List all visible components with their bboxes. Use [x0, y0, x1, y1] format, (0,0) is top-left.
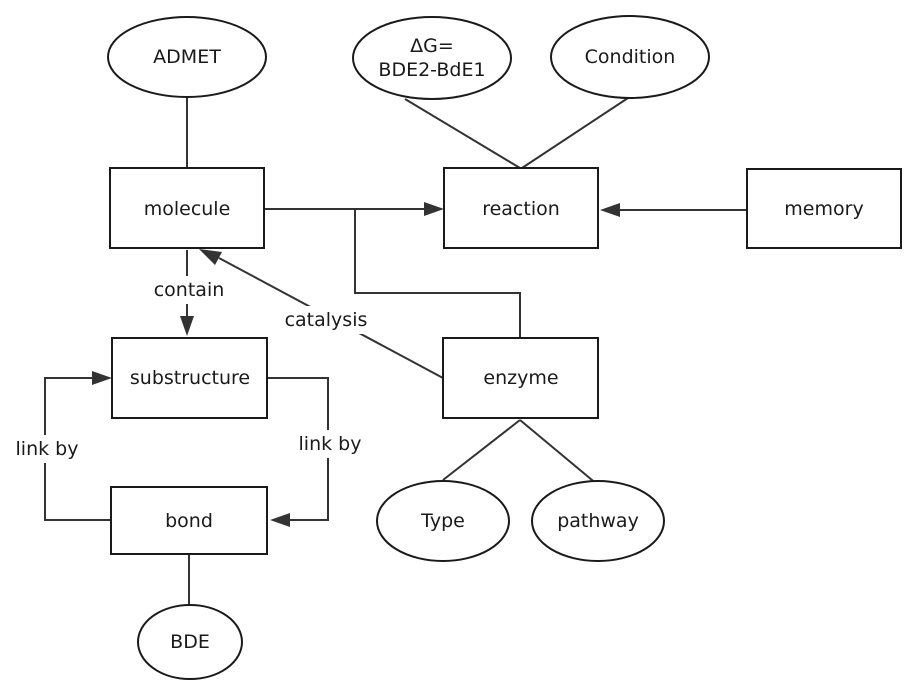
attribute-pathway-label: pathway [557, 510, 639, 532]
edge-enzyme-pathway [519, 419, 599, 486]
entity-enzyme-label: enzyme [483, 367, 558, 389]
attribute-type[interactable] [376, 480, 510, 562]
edge-condition-reaction [521, 97, 629, 169]
entity-reaction-label: reaction [482, 198, 560, 220]
arrowhead-reaction-left [424, 202, 444, 216]
relation-contain-label: contain [154, 279, 225, 301]
relation-link-by-right-label: link by [299, 433, 362, 455]
arrowhead-substructure-left [92, 371, 112, 385]
entity-enzyme[interactable] [442, 337, 599, 419]
arrowhead-reaction-right [600, 203, 620, 217]
relation-link-by-left-label: link by [16, 438, 79, 460]
edge-deltag-reaction [404, 98, 521, 169]
arrowhead-substructure [180, 316, 194, 336]
entity-reaction[interactable] [443, 167, 599, 249]
entity-bond[interactable] [110, 486, 268, 555]
attribute-type-label: Type [420, 510, 465, 532]
attribute-condition-label: Condition [585, 46, 676, 68]
attribute-admet-label: ADMET [153, 46, 221, 68]
attribute-admet[interactable] [107, 16, 267, 98]
entity-substructure-label: substructure [130, 367, 250, 389]
relation-link-by-left-bg [12, 435, 82, 463]
relation-catalysis-label: catalysis [285, 309, 368, 331]
entity-memory[interactable] [746, 168, 902, 249]
entity-bond-label: bond [165, 510, 213, 532]
attribute-bde[interactable] [137, 604, 243, 680]
arrowhead-molecule-catalysis [199, 249, 222, 265]
entity-molecule[interactable] [109, 167, 265, 249]
arrowhead-bond-right [270, 513, 290, 527]
entity-memory-label: memory [784, 198, 863, 220]
attribute-pathway[interactable] [531, 480, 665, 562]
edge-enzyme-reaction [354, 209, 521, 337]
attribute-delta-g-line1: ΔG= [410, 35, 454, 57]
attribute-delta-g[interactable] [352, 16, 512, 100]
relation-link-by-right-bg [294, 430, 364, 458]
attribute-delta-g-line2: BDE2-BdE1 [378, 59, 485, 81]
attribute-condition[interactable] [550, 15, 710, 99]
relation-contain-bg [148, 276, 230, 304]
entity-substructure[interactable] [111, 337, 268, 419]
entity-molecule-label: molecule [144, 198, 231, 220]
relation-catalysis-bg [282, 306, 370, 334]
attribute-bde-label: BDE [170, 631, 210, 653]
edge-enzyme-type [442, 419, 521, 481]
